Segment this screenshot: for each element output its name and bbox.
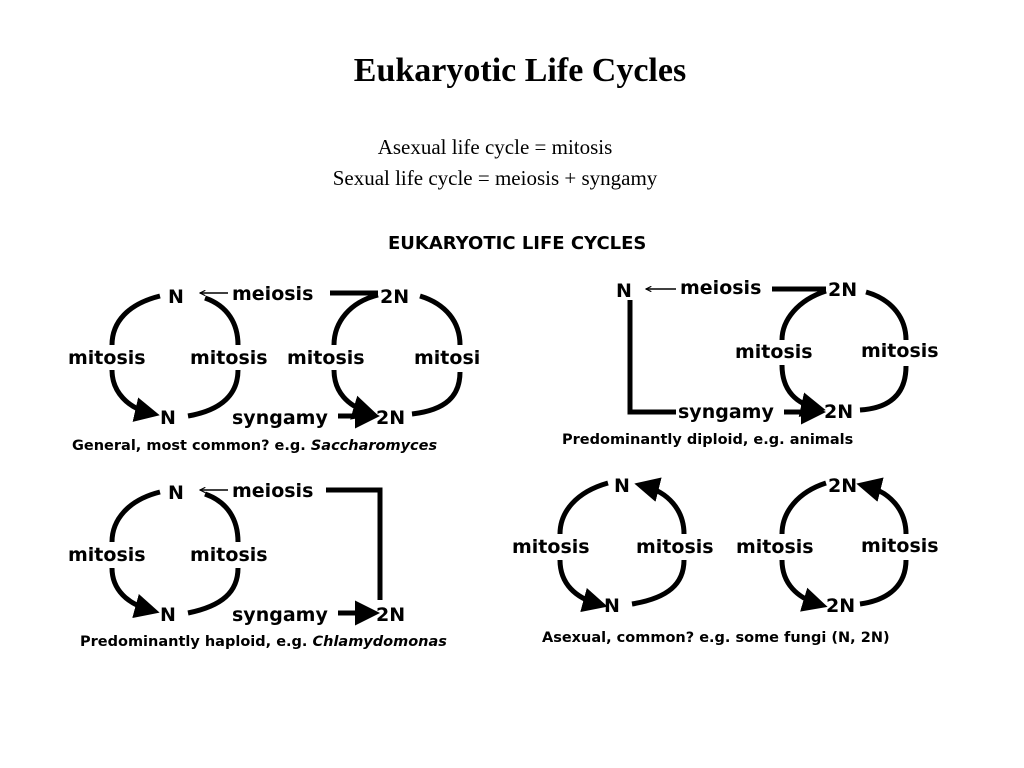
n-arc-right-top <box>634 477 687 535</box>
node-n: N <box>616 280 632 302</box>
label-mitosis-1: mitosis <box>512 536 590 558</box>
arc-2n-right-top <box>419 293 463 346</box>
node-n-top: N <box>614 475 630 497</box>
caption-haploid: Predominantly haploid, e.g. Chlamydomona… <box>80 634 447 650</box>
arc-2n-right-bottom <box>411 371 463 417</box>
label-mitosis-2: mitosis <box>190 347 268 369</box>
panel-haploid: N meiosis mitosis mitosis N syngamy 2N P… <box>68 480 447 650</box>
2n-arc-right-bottom <box>859 559 909 607</box>
node-2n-top: 2N <box>828 279 857 301</box>
panel-asexual: N 2N mitosis mitosis mitosis mitosis N 2… <box>512 475 939 646</box>
slide-title: Eukaryotic Life Cycles <box>353 52 687 89</box>
arc-left-bottom <box>109 567 160 619</box>
n-arc-left-top <box>557 480 609 535</box>
figure-heading: EUKARYOTIC LIFE CYCLES <box>388 233 646 254</box>
arc-right-lower <box>187 567 241 616</box>
panel-general: N meiosis 2N mitosis mitosis mitosis mit… <box>68 283 480 454</box>
node-n-bottom: N <box>160 407 176 429</box>
label-syngamy: syngamy <box>678 401 774 423</box>
node-n-top: N <box>168 482 184 504</box>
caption-general: General, most common? e.g. Saccharomyces <box>72 438 437 454</box>
arc-left-top <box>109 293 161 346</box>
label-mitosis-2: mitosis <box>190 544 268 566</box>
node-2n-bottom: 2N <box>824 401 853 423</box>
2n-arc-right-top <box>856 477 909 535</box>
subtitle-asexual: Asexual life cycle = mitosis <box>377 135 613 159</box>
arc-left-top <box>109 489 161 543</box>
label-mitosis-1: mitosis <box>68 347 146 369</box>
n-arc-left-bottom <box>557 559 608 613</box>
diploid-return-line <box>326 487 383 600</box>
caption-diploid: Predominantly diploid, e.g. animals <box>562 432 853 448</box>
arc-center-lower <box>187 369 241 419</box>
arc-center-upper <box>204 295 241 346</box>
label-mitosis-cut: mitosi <box>414 347 480 369</box>
label-mitosis-1: mitosis <box>735 341 813 363</box>
node-2n-bottom: 2N <box>826 595 855 617</box>
arc-left-bottom <box>779 364 826 417</box>
label-syngamy: syngamy <box>232 407 328 429</box>
node-n-bottom: N <box>160 604 176 626</box>
n-arc-right-bottom <box>631 559 687 607</box>
label-meiosis: meiosis <box>232 283 313 305</box>
panel-diploid: N meiosis 2N mitosis mitosis syngamy 2N … <box>562 277 939 448</box>
arc-right-top <box>865 289 909 341</box>
label-mitosis-3: mitosis <box>736 536 814 558</box>
label-mitosis-4: mitosis <box>861 535 939 557</box>
arc-left-top <box>779 288 827 341</box>
label-mitosis-3: mitosis <box>287 347 365 369</box>
node-n-top: N <box>168 286 184 308</box>
arc-right-upper <box>204 491 241 543</box>
label-meiosis: meiosis <box>680 277 761 299</box>
arc-2n-left-bottom <box>331 369 378 420</box>
label-meiosis: meiosis <box>232 480 313 502</box>
arc-left-bottom <box>109 369 160 422</box>
caption-asexual: Asexual, common? e.g. some fungi (N, 2N) <box>542 630 890 646</box>
label-mitosis-1: mitosis <box>68 544 146 566</box>
node-2n: 2N <box>376 604 405 626</box>
node-2n-top: 2N <box>380 286 409 308</box>
node-2n-top: 2N <box>828 475 857 497</box>
2n-arc-left-top <box>779 480 827 535</box>
arc-right-bottom <box>859 365 909 413</box>
label-syngamy: syngamy <box>232 604 328 626</box>
subtitle-sexual: Sexual life cycle = meiosis + syngamy <box>332 166 658 190</box>
node-n-bottom: N <box>604 595 620 617</box>
node-2n-bottom: 2N <box>376 407 405 429</box>
label-mitosis-2: mitosis <box>861 340 939 362</box>
2n-arc-left-bottom <box>779 559 828 612</box>
arc-2n-left-top <box>331 292 379 346</box>
label-mitosis-2: mitosis <box>636 536 714 558</box>
haploid-l-line <box>627 300 676 415</box>
